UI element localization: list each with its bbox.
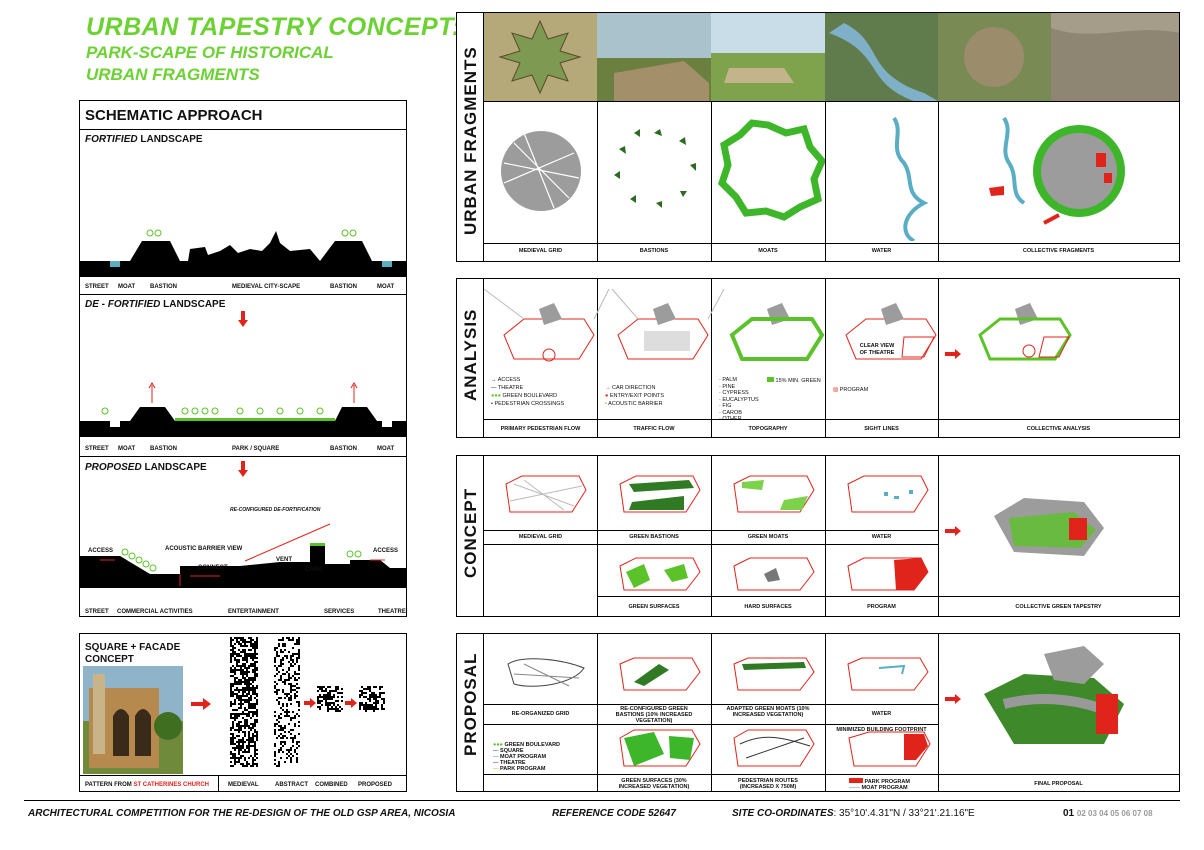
pattern-proposed (359, 686, 385, 712)
sight-line-label: CLEAR VIEW OF THEATRE (859, 343, 895, 356)
urban-fragments-label: URBAN FRAGMENTS (461, 46, 480, 235)
legend-topography: · PALM · PINE · CYPRESS · EUCALYPTUS · F… (719, 377, 759, 422)
red-arrow-right-icon (945, 349, 961, 359)
pattern-combined (317, 686, 343, 712)
competition-title: ARCHITECTURAL COMPETITION FOR THE RE-DES… (28, 808, 456, 819)
footer-rule (24, 800, 1180, 801)
proposal-panel: PROPOSAL RE-ORGANIZED GRID RE-CONFIGURED… (456, 633, 1180, 792)
fortified-section-drawing (80, 229, 406, 277)
title-line-2: PARK-SCAPE OF HISTORICAL (86, 43, 334, 62)
concept-diagrams (505, 475, 1104, 591)
urban-fragments-panel: URBAN FRAGMENTS MEDIEVAL GRID BAS (456, 12, 1180, 262)
page-index: 01 02 03 04 05 06 07 08 (1063, 808, 1153, 819)
red-arrow-right-icon (945, 694, 961, 704)
pattern-abstract (274, 637, 300, 767)
schematic-heading: SCHEMATIC APPROACH (85, 107, 263, 124)
proposal-label: PROPOSAL (461, 652, 480, 756)
red-arrow-right-icon (945, 526, 961, 536)
schematic-panel: SCHEMATIC APPROACH FORTIFIED LANDSCAPE S… (79, 100, 407, 617)
defortified-heading: DE - FORTIFIED LANDSCAPE (85, 299, 226, 310)
defortified-section-drawing (80, 382, 406, 437)
church-photo (83, 666, 183, 774)
proposed-section-drawing (80, 523, 406, 588)
concept-label: CONCEPT (461, 487, 480, 578)
page-current[interactable]: 01 (1063, 808, 1075, 819)
proposed-heading: PROPOSED LANDSCAPE (85, 462, 207, 473)
pattern-medieval (230, 637, 258, 767)
poster-title: URBAN TAPESTRY CONCEPT: PARK-SCAPE OF HI… (86, 12, 461, 86)
red-arrow-down-icon (238, 461, 248, 477)
concept-panel: CONCEPT MEDIEVAL GRID GREEN BASTIONS GRE… (456, 455, 1180, 617)
analysis-label: ANALYSIS (461, 308, 480, 401)
page-list[interactable]: 02 03 04 05 06 07 08 (1076, 809, 1153, 818)
legend-traffic: → CAR DIRECTION ● ENTRY/EXIT POINTS • AC… (605, 385, 665, 407)
legend-pedestrian: → ACCESS — THEATRE ●●● GREEN BOULEVARD •… (491, 377, 565, 407)
aerial-photo-strip (484, 13, 1179, 101)
red-arrow-right-icon (304, 698, 316, 708)
analysis-panel: ANALYSIS → ACCESS — THEATRE ●●● GREEN BO… (456, 278, 1180, 438)
reference-code: REFERENCE CODE 52647 (552, 808, 676, 819)
site-coordinates: SITE CO-ORDINATES: 35°10'.4.31"N / 33°21… (732, 808, 975, 819)
analysis-diagrams (484, 288, 1072, 362)
proposal-diagrams (507, 646, 1124, 767)
legend-proposal: ●●● GREEN BOULEVARD — SQUARE — MOAT PROG… (493, 742, 561, 772)
fortified-heading: FORTIFIED LANDSCAPE (85, 134, 203, 145)
fragments-diagrams (501, 116, 1125, 241)
red-arrow-down-icon (238, 311, 248, 327)
title-line-1: URBAN TAPESTRY CONCEPT: (86, 13, 461, 41)
red-arrow-right-icon (191, 698, 211, 710)
title-line-3: URBAN FRAGMENTS (86, 65, 260, 84)
red-arrow-right-icon (345, 698, 357, 708)
